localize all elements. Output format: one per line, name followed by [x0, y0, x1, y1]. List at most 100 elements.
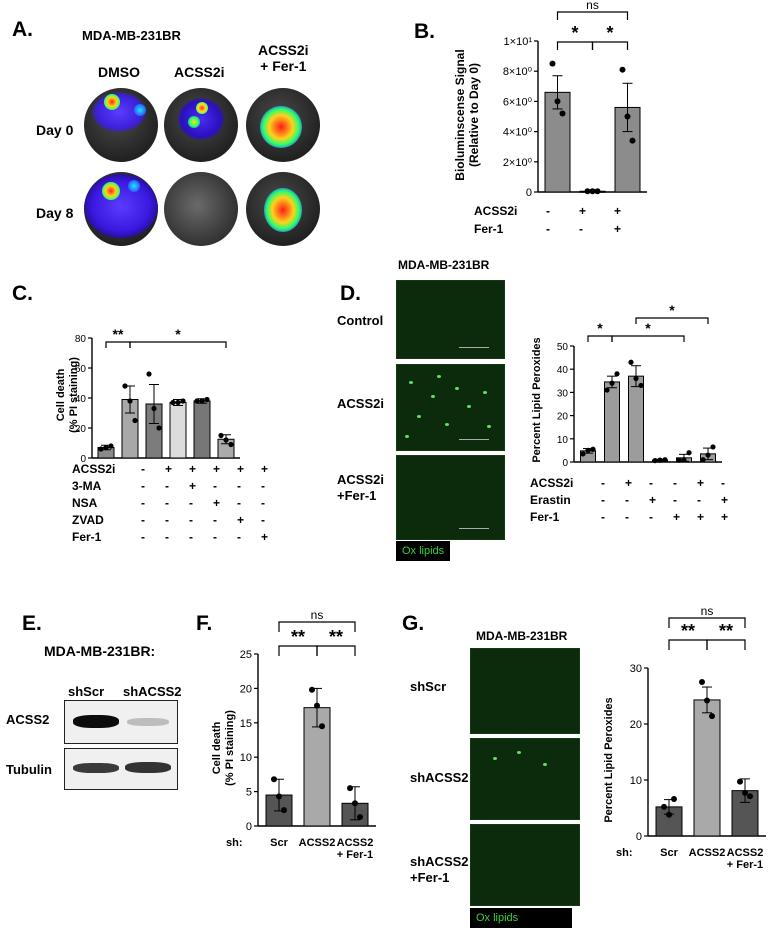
panel-e-cell-line: MDA-MB-231BR: [44, 643, 156, 659]
data-point [276, 793, 282, 800]
y-tick-label: 40 [75, 394, 87, 405]
treatment-name: Fer-1 [530, 510, 560, 524]
panel-g-row-shacss2-fer1: shACSS2 +Fer-1 [410, 854, 469, 885]
data-point [309, 686, 315, 693]
bar [193, 400, 211, 459]
panel-g-stain-label: Ox lipids [470, 908, 572, 928]
y-tick-label: 10 [240, 752, 252, 764]
significance-bracket [591, 41, 629, 50]
x-category-label: + Fer-1 [727, 859, 763, 871]
treatment-sign: + [614, 204, 622, 218]
data-point [662, 457, 668, 463]
treatment-sign: + [697, 476, 705, 490]
significance-label: ** [291, 627, 305, 647]
panel-b-chart: Bioluminscense Signal (Relative to Day 0… [453, 0, 647, 199]
micrograph-g-shacss2 [470, 738, 580, 820]
data-point [314, 702, 320, 709]
y-tick-label: 50 [557, 342, 569, 353]
treatment-name: ZVAD [72, 513, 104, 527]
data-point [609, 380, 615, 386]
panel-e-lane-shscr: shScr [68, 684, 105, 699]
significance-bracket [635, 317, 709, 324]
treatment-sign: - [601, 476, 605, 490]
panel-d-row-acss2i: ACSS2i [337, 396, 384, 411]
micrograph-d-acss2i-fer1 [396, 455, 505, 540]
treatment-sign: - [579, 222, 583, 236]
y-tick-label: 1×10¹ [504, 36, 533, 48]
treatment-sign: + [189, 479, 197, 493]
data-point [700, 457, 706, 463]
y-tick-label: 20 [630, 719, 642, 731]
panel-f-letter: F. [196, 612, 213, 635]
data-point [347, 785, 353, 792]
data-point [98, 446, 104, 452]
treatment-sign: + [213, 496, 221, 510]
bar [604, 381, 620, 463]
treatment-sign: + [237, 462, 245, 476]
data-point [614, 371, 620, 377]
treatment-sign: + [213, 462, 221, 476]
data-point [127, 398, 133, 404]
panel-a-col-dmso: DMSO [98, 64, 140, 80]
data-point [194, 398, 200, 404]
significance-label: * [606, 23, 613, 43]
treatment-sign: - [649, 510, 653, 524]
treatment-sign: - [213, 513, 217, 527]
panel-e-blot-acss2: ACSS2 [6, 712, 50, 727]
treatment-sign: - [141, 530, 145, 544]
treatment-sign: - [601, 510, 605, 524]
data-point [594, 188, 601, 195]
data-point [175, 399, 181, 406]
treatment-name: NSA [72, 496, 98, 510]
treatment-sign: - [721, 476, 725, 490]
panel-a-col-acss2i: ACSS2i [174, 64, 225, 80]
data-point [629, 137, 636, 144]
micrograph-g-shacss2-fer1 [470, 824, 580, 906]
treatment-sign: - [261, 479, 265, 493]
treatment-sign: + [189, 462, 197, 476]
panel-f-ylabel-1: Cell death [211, 721, 223, 774]
data-point [584, 188, 591, 195]
y-tick-label: 5 [246, 787, 252, 799]
treatment-sign: - [141, 513, 145, 527]
data-point [271, 776, 277, 783]
significance-bracket [706, 639, 746, 650]
bli-image-dmso-day8 [84, 172, 158, 246]
y-tick-label: 25 [240, 649, 252, 661]
y-tick-label: 20 [75, 424, 87, 435]
data-point [681, 457, 687, 463]
treatment-name: ACSS2i [72, 462, 116, 476]
treatment-sign: - [673, 493, 677, 507]
significance-bracket [668, 617, 746, 628]
treatment-sign: + [237, 513, 245, 527]
significance-bracket [556, 11, 629, 20]
treatment-sign: + [261, 462, 269, 476]
y-tick-label: 0 [562, 458, 568, 469]
bar [693, 699, 721, 837]
panel-a-row-day0: Day 0 [36, 122, 74, 138]
data-point [580, 451, 586, 457]
treatment-sign: - [649, 476, 653, 490]
data-point [710, 444, 716, 450]
panel-e-lane-shacss2: shACSS2 [123, 684, 182, 699]
significance-label: * [571, 23, 578, 43]
x-prefix-label: sh: [226, 837, 243, 849]
data-point [671, 796, 677, 803]
data-point [705, 452, 711, 458]
treatment-sign: - [165, 513, 169, 527]
panel-g-cell-line: MDA-MB-231BR [476, 629, 568, 643]
significance-label: ** [329, 627, 343, 647]
significance-label: * [175, 326, 181, 342]
y-tick-label: 10 [630, 775, 642, 787]
data-point [549, 60, 556, 67]
bli-image-acss2i-fer1-day8 [246, 172, 320, 246]
treatment-sign: - [189, 513, 193, 527]
treatment-sign: - [625, 510, 629, 524]
x-category-label: ACSS2 [727, 847, 764, 859]
panel-f-ylabel-2: (% PI staining) [224, 710, 236, 786]
y-tick-label: 30 [630, 663, 642, 675]
bli-image-acss2i-fer1-day0 [246, 88, 320, 162]
bli-image-dmso-day0 [84, 88, 158, 162]
significance-label: * [597, 320, 603, 336]
data-point [554, 98, 561, 105]
